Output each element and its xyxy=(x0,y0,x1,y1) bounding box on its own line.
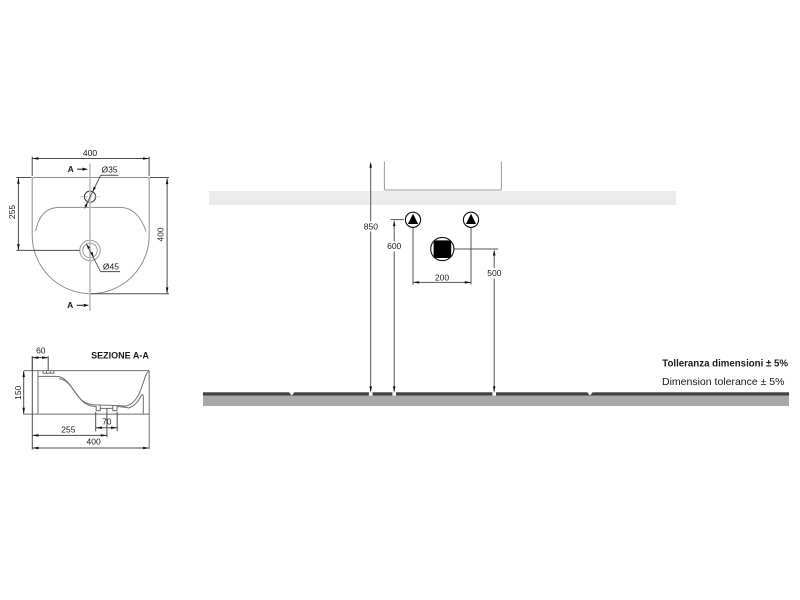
svg-text:Dimension tolerance ± 5%: Dimension tolerance ± 5% xyxy=(662,376,785,388)
svg-text:Ø45: Ø45 xyxy=(103,261,119,271)
svg-text:255: 255 xyxy=(7,205,17,219)
svg-text:A: A xyxy=(67,300,73,310)
svg-text:SEZIONE A-A: SEZIONE A-A xyxy=(91,350,149,360)
svg-text:500: 500 xyxy=(487,268,501,278)
svg-text:Ø35: Ø35 xyxy=(101,164,117,174)
svg-text:60: 60 xyxy=(36,345,46,355)
svg-text:400: 400 xyxy=(83,148,97,158)
svg-text:850: 850 xyxy=(364,221,378,231)
svg-text:255: 255 xyxy=(61,424,75,434)
svg-text:150: 150 xyxy=(13,385,23,399)
svg-text:400: 400 xyxy=(155,227,165,241)
svg-text:70: 70 xyxy=(102,417,112,427)
svg-text:200: 200 xyxy=(435,272,449,282)
svg-text:A: A xyxy=(68,164,74,174)
svg-text:400: 400 xyxy=(87,437,101,447)
svg-text:600: 600 xyxy=(387,241,401,251)
svg-text:Tolleranza dimensioni ± 5%: Tolleranza dimensioni ± 5% xyxy=(662,358,788,369)
